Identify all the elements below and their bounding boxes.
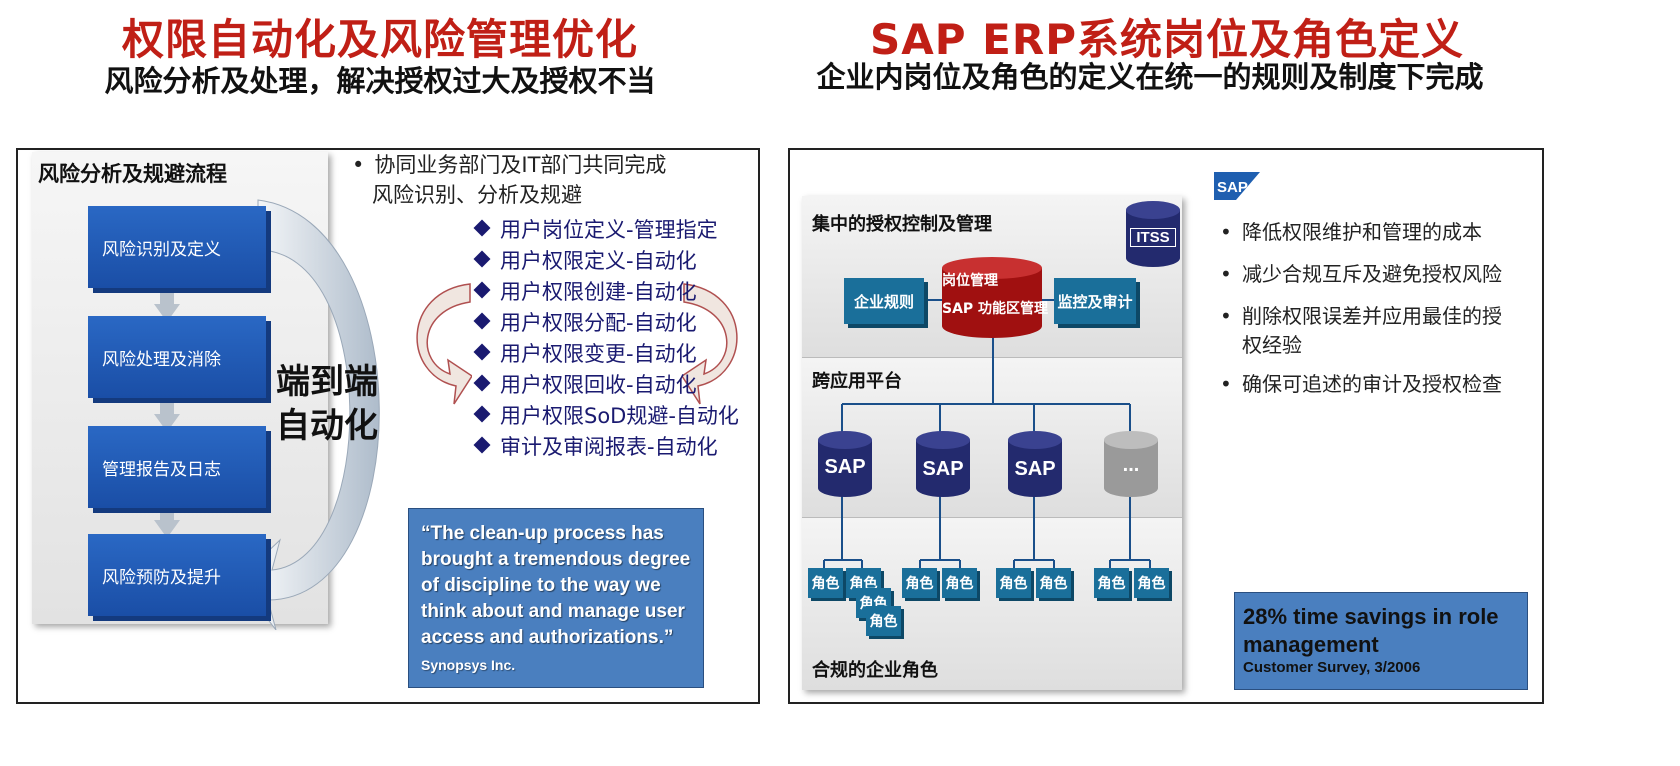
list-item-text: 用户权限回收-自动化 <box>500 373 697 397</box>
diamond-bullet-icon <box>473 343 491 361</box>
database-icon <box>1008 431 1062 497</box>
cycle-label-line1: 端到端 <box>276 362 378 402</box>
list-item: 审计及审阅报表-自动化 <box>473 431 718 461</box>
benefit-text: 减少合规互斥及避免授权风险 <box>1242 262 1502 286</box>
bullet-line1: 协同业务部门及IT部门共同完成 <box>374 153 667 177</box>
list-item: 用户权限分配-自动化 <box>473 307 697 337</box>
list-item: 用户权限创建-自动化 <box>473 276 697 306</box>
audit-box: 监控及审计 <box>1054 278 1136 324</box>
left-subtitle: 风险分析及处理，解决授权过大及授权不当 <box>104 64 656 98</box>
curved-arrow-icon <box>237 199 380 630</box>
sap-db-label: SAP <box>1014 458 1056 480</box>
list-item: 用户权限变更-自动化 <box>473 338 697 368</box>
bullet-dot: • <box>1220 262 1232 286</box>
role-box: 角色 <box>942 568 977 598</box>
list-item: 用户权限定义-自动化 <box>473 245 697 275</box>
sap-db-label: SAP <box>824 456 866 478</box>
database-icon <box>1126 201 1180 267</box>
stat-text: 28% time savings in role management <box>1243 604 1499 657</box>
diamond-bullet-icon <box>473 374 491 392</box>
list-item-text: 审计及审阅报表-自动化 <box>500 435 718 459</box>
curved-arrow-icon <box>416 283 472 405</box>
benefit-item: • 减少合规互斥及避免授权风险 <box>1220 260 1522 289</box>
benefit-text: 削除权限误差并应用最佳的授权经验 <box>1242 304 1502 357</box>
list-item-text: 用户权限定义-自动化 <box>500 249 697 273</box>
sap-logo-icon: SAP <box>1214 172 1260 200</box>
flow-step: 风险预防及提升 <box>88 534 266 616</box>
flow-step: 管理报告及日志 <box>88 426 266 508</box>
rules-box: 企业规则 <box>844 278 924 324</box>
benefit-item: • 降低权限维护和管理的成本 <box>1220 218 1522 247</box>
other-db-label: ... <box>1122 454 1140 476</box>
diamond-bullet-icon <box>473 436 491 454</box>
benefit-text: 降低权限维护和管理的成本 <box>1242 220 1482 244</box>
benefit-item: • 削除权限误差并应用最佳的授权经验 <box>1220 302 1518 360</box>
bullet-line2: 风险识别、分析及规避 <box>372 183 582 207</box>
diamond-bullet-icon <box>473 312 491 330</box>
sap-db-label: SAP <box>922 458 964 480</box>
left-title: 权限自动化及风险管理优化 <box>121 15 638 64</box>
left-panel: 风险分析及规避流程 风险识别及定义 风险处理及消除 管理报告及日志 风险预防及提… <box>16 148 760 704</box>
role-box: 角色 <box>1094 568 1129 598</box>
flow-step: 风险处理及消除 <box>88 316 266 398</box>
role-box: 角色 <box>1036 568 1071 598</box>
diamond-bullet-icon <box>473 219 491 237</box>
bullet-dot: • <box>352 153 365 177</box>
quote-source: Synopsys Inc. <box>421 657 516 673</box>
quote-text: “The clean-up process has brought a trem… <box>421 523 691 648</box>
center-line2: SAP 功能区管理 <box>942 301 1049 317</box>
cycle-label-line2: 自动化 <box>276 406 378 446</box>
diamond-bullet-icon <box>473 250 491 268</box>
list-item: 用户权限回收-自动化 <box>473 369 697 399</box>
role-box: 角色 <box>996 568 1031 598</box>
down-arrow-icon <box>154 396 180 432</box>
role-box: 角色 <box>808 568 843 598</box>
right-title: SAP ERP系统岗位及角色定义 <box>870 15 1464 64</box>
right-panel: 集中的授权控制及管理 跨应用平台 合规的企业角色 <box>788 148 1544 704</box>
stat-source: Customer Survey, 3/2006 <box>1243 659 1421 676</box>
list-item: 用户权限SoD规避-自动化 <box>473 400 739 430</box>
role-box: 角色 <box>1134 568 1169 598</box>
band1-label: 集中的授权控制及管理 <box>812 214 992 235</box>
band2-label: 跨应用平台 <box>812 371 902 392</box>
down-arrow-icon <box>154 286 180 322</box>
diamond-bullet-icon <box>473 281 491 299</box>
right-subtitle: 企业内岗位及角色的定义在统一的规则及制度下完成 <box>816 60 1484 94</box>
flow-heading: 风险分析及规避流程 <box>38 162 227 186</box>
stat-box: 28% time savings in role management Cust… <box>1234 592 1528 690</box>
benefit-item: • 确保可追述的审计及授权检查 <box>1220 370 1522 399</box>
list-item: 用户岗位定义-管理指定 <box>473 214 718 244</box>
list-item-text: 用户权限SoD规避-自动化 <box>500 404 739 428</box>
bullet-dot: • <box>1220 372 1232 396</box>
center-line1: 岗位管理 <box>942 273 998 289</box>
bullet-dot: • <box>1220 220 1232 244</box>
bullet-dot: • <box>1220 304 1232 328</box>
list-item-text: 用户权限变更-自动化 <box>500 342 697 366</box>
database-icon <box>942 257 1042 338</box>
role-box: 角色 <box>866 606 901 636</box>
bullet-text: • 协同业务部门及IT部门共同完成 风险识别、分析及规避 <box>352 150 666 210</box>
curved-arrow-icon <box>682 283 738 405</box>
down-arrow-icon <box>154 502 180 538</box>
diamond-bullet-icon <box>473 405 491 423</box>
quote-box: “The clean-up process has brought a trem… <box>408 508 704 688</box>
list-item-text: 用户权限创建-自动化 <box>500 280 697 304</box>
itss-label: ITSS <box>1130 228 1176 247</box>
svg-text:SAP: SAP <box>1217 179 1248 196</box>
cycle-label: 端到端 自动化 <box>276 360 378 448</box>
band3-label: 合规的企业角色 <box>812 660 938 681</box>
database-icon <box>818 431 872 497</box>
database-icon <box>916 431 970 497</box>
database-icon <box>1104 431 1158 497</box>
role-box: 角色 <box>902 568 937 598</box>
flow-step: 风险识别及定义 <box>88 206 266 288</box>
list-item-text: 用户权限分配-自动化 <box>500 311 697 335</box>
benefit-text: 确保可追述的审计及授权检查 <box>1242 372 1502 396</box>
list-item-text: 用户岗位定义-管理指定 <box>500 218 718 242</box>
